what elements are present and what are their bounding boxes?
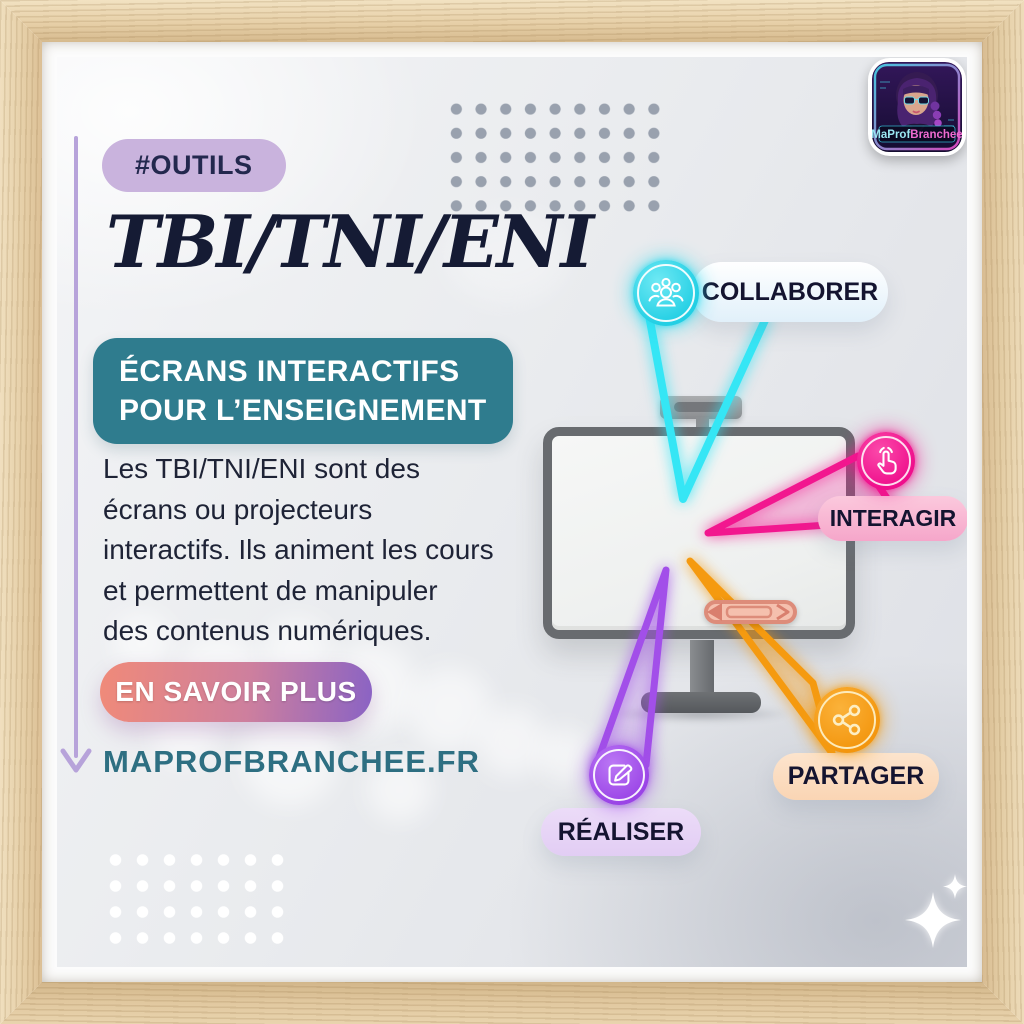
logo-name-left: MaProf (872, 129, 910, 141)
down-arrow-icon (60, 748, 92, 773)
partager-icon-circle (814, 687, 880, 753)
pencil-edit-icon (608, 764, 633, 786)
brand-avatar-icon: MaProfBranchee (872, 62, 962, 152)
monitor-base (641, 692, 761, 713)
subtitle-line-2: POUR L’ENSEIGNEMENT (119, 394, 487, 427)
partager-label: PARTAGER (787, 762, 925, 790)
monitor-stand (690, 640, 714, 695)
description-line: écrans ou projecteurs (103, 493, 373, 525)
bokeh-blob (447, 212, 567, 302)
wood-frame-right (982, 0, 1024, 1024)
description-line: Les TBI/TNI/ENI sont des (103, 453, 420, 484)
logo-name-right: Branchee (910, 129, 962, 141)
description-line: et permettent de manipuler (103, 574, 438, 606)
website-link[interactable]: MAPROFBRANCHEE.FR (103, 744, 480, 779)
description-line: interactifs. Ils animent les cours (103, 534, 494, 565)
page-title: TBI/TNI/ENI (106, 199, 594, 284)
brand-logo-badge[interactable]: MaProfBranchee (868, 58, 966, 156)
subtitle-line-1: ÉCRANS INTERACTIFS (119, 355, 460, 388)
bokeh-blob (537, 727, 592, 782)
sparkle-icon (905, 874, 967, 948)
bokeh-blob (242, 712, 337, 807)
down-arrow-shaft (74, 136, 78, 758)
collaborer-label: COLLABORER (701, 277, 879, 306)
collaborer-icon-circle (633, 260, 699, 326)
interagir-icon-circle (857, 432, 915, 490)
share-nodes-icon (832, 704, 861, 736)
bokeh-blob (367, 757, 432, 822)
realiser-icon-circle (589, 745, 649, 805)
collaborer-label-pill: COLLABORER (692, 262, 888, 322)
description-text: Les TBI/TNI/ENI sont des écrans ou proje… (103, 449, 494, 652)
svg-text:MaProfBranchee: MaProfBranchee (872, 129, 962, 141)
people-group-icon (648, 277, 684, 307)
realiser-label-pill: RÉALISER (541, 808, 701, 856)
wood-frame-left (0, 0, 42, 1024)
wood-frame-bottom (0, 982, 1024, 1024)
tap-gesture-icon (877, 446, 897, 475)
interagir-label: INTERAGIR (829, 505, 957, 531)
learn-more-label: EN SAVOIR PLUS (115, 676, 357, 707)
dots-grid-bottom (102, 847, 290, 951)
hashtag-badge: #OUTILS (102, 139, 286, 192)
interagir-label-pill: INTERAGIR (818, 496, 967, 541)
interactive-whiteboard (543, 427, 855, 639)
bokeh-blob (477, 707, 547, 777)
wood-frame-top (0, 0, 1024, 42)
realiser-label: RÉALISER (557, 817, 685, 846)
poster: #OUTILS TBI/TNI/ENI ÉCRANS INTERACTIFS P… (57, 57, 967, 967)
subtitle-box: ÉCRANS INTERACTIFS POUR L’ENSEIGNEMENT (93, 338, 513, 444)
partager-label-pill: PARTAGER (773, 753, 939, 800)
description-line: des contenus numériques. (103, 615, 432, 646)
dots-grid-top (444, 97, 667, 219)
monitor-camera-bar (660, 396, 742, 419)
learn-more-button[interactable]: EN SAVOIR PLUS (100, 662, 372, 722)
